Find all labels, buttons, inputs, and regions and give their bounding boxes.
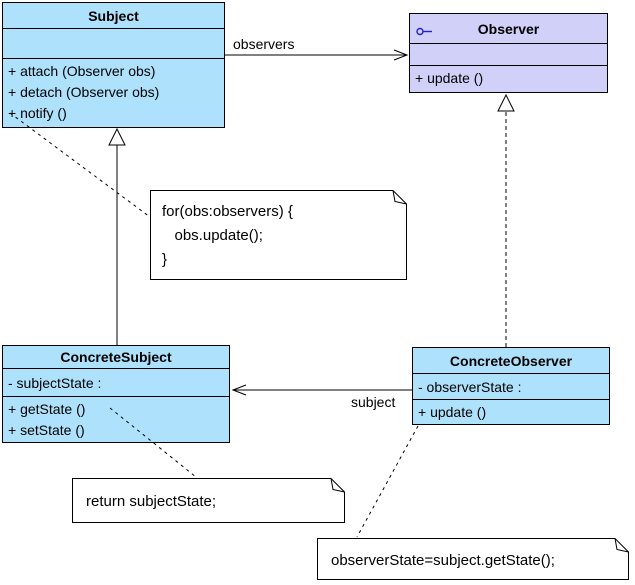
- note-for-loop-line2: obs.update();: [162, 227, 263, 244]
- class-subject-name[interactable]: Subject: [88, 7, 139, 24]
- note-for-loop-line3: }: [162, 251, 168, 268]
- class-concrete-subject[interactable]: ConcreteSubject - subjectState : + getSt…: [2, 345, 230, 443]
- note-for-loop-line1: for(obs:observers) {: [162, 203, 293, 220]
- note-anchor-notify[interactable]: [9, 112, 151, 218]
- hollow-triangle-icon: [108, 127, 126, 146]
- note-shape: [150, 190, 407, 280]
- class-subject[interactable]: Subject + attach (Observer obs) + detach…: [2, 2, 225, 128]
- hollow-triangle-icon: [497, 93, 515, 112]
- class-subject-attributes[interactable]: [3, 28, 224, 58]
- class-observer-attributes[interactable]: [410, 43, 607, 65]
- method-detach[interactable]: + detach (Observer obs): [8, 84, 160, 100]
- method-update[interactable]: + update (): [415, 70, 484, 86]
- class-concrete-observer-name[interactable]: ConcreteObserver: [449, 352, 573, 369]
- association-subject-label[interactable]: subject: [351, 394, 396, 410]
- open-arrowhead-icon: [393, 49, 409, 61]
- class-concrete-observer[interactable]: ConcreteObserver - observerState : + upd…: [412, 347, 610, 425]
- class-concrete-subject-methods: + getState () + setState (): [3, 396, 229, 442]
- method-attach[interactable]: + attach (Observer obs): [8, 63, 156, 79]
- note-return-state-line1: return subjectState;: [86, 493, 217, 510]
- class-observer[interactable]: Observer + update (): [409, 13, 608, 93]
- generalization-concretesubject-subject[interactable]: [108, 127, 126, 345]
- note-shape: [72, 478, 345, 523]
- open-arrowhead-icon: [231, 384, 247, 396]
- method-notify[interactable]: + notify (): [8, 105, 67, 121]
- class-concrete-subject-name[interactable]: ConcreteSubject: [60, 349, 172, 365]
- realization-concreteobserver-observer[interactable]: [497, 93, 515, 347]
- note-return-state[interactable]: return subjectState;: [72, 478, 345, 523]
- class-observer-title[interactable]: Observer: [410, 14, 607, 43]
- class-concrete-subject-attributes: - subjectState :: [3, 368, 229, 396]
- note-for-loop[interactable]: for(obs:observers) { obs.update(); }: [150, 190, 407, 280]
- method-set-state[interactable]: + setState (): [8, 422, 85, 438]
- class-subject-methods: + attach (Observer obs) + detach (Observ…: [3, 58, 224, 127]
- interface-lollipop-icon: [416, 23, 433, 39]
- note-anchor-update[interactable]: [356, 425, 419, 538]
- method-concrete-update[interactable]: + update (): [418, 404, 487, 420]
- association-observers-label[interactable]: observers: [233, 36, 295, 52]
- class-observer-methods: + update (): [410, 65, 607, 92]
- attribute-observer-state[interactable]: - observerState :: [418, 379, 522, 395]
- note-update-body-line1: observerState=subject.getState();: [331, 552, 555, 569]
- note-shape: [317, 538, 629, 580]
- method-get-state[interactable]: + getState (): [8, 401, 86, 417]
- class-concrete-observer-attributes: - observerState :: [413, 373, 609, 399]
- class-concrete-observer-methods: + update (): [413, 399, 609, 424]
- note-update-body[interactable]: observerState=subject.getState();: [317, 538, 629, 580]
- class-observer-name: Observer: [477, 20, 540, 37]
- attribute-subject-state[interactable]: - subjectState :: [8, 375, 102, 391]
